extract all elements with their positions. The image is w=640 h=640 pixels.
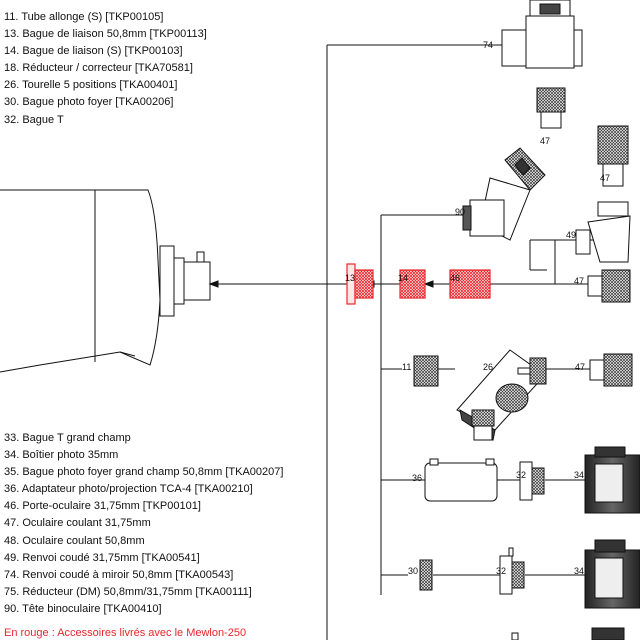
extension-tube-11 [413,355,439,387]
telescope-tube [0,189,211,373]
legend-item: 46. Porte-oculaire 31,75mm [TKP00101] [4,500,201,513]
eyepiece-47-b [597,125,629,187]
legend-item: 75. Réducteur (DM) 50,8mm/31,75mm [TKA00… [4,585,252,598]
part-label-36: 36 [412,473,422,483]
part-label-32: 32 [516,470,526,480]
part-label-30: 30 [408,566,418,576]
binocular-head-90 [462,147,546,241]
part-label-49: 49 [566,230,576,240]
camera-body-34-b [584,539,640,609]
part-label-32: 32 [496,566,506,576]
part-label-14: 14 [398,273,408,283]
part-label-46: 46 [450,273,460,283]
legend-item: 26. Tourelle 5 positions [TKA00401] [4,79,178,92]
legend-item: 35. Bague photo foyer grand champ 50,8mm… [4,466,284,479]
legend-top: 11. Tube allonge (S) [TKP00105] 13. Bagu… [4,9,207,129]
prime-focus-ring-30 [419,559,433,591]
partial-bottom-items [511,627,625,640]
part-label-47: 47 [575,362,585,372]
legend-item: 74. Renvoi coudé à miroir 50,8mm [TKA005… [4,568,234,581]
turret-26 [456,349,547,441]
legend-item: 49. Renvoi coudé 31,75mm [TKA00541] [4,551,200,564]
legend-item: 32. Bague T [4,113,64,126]
legend-item: 18. Réducteur / correcteur [TKA70581] [4,62,193,75]
camera-body-34-a [584,446,640,514]
projection-adapter-36 [424,458,498,502]
legend-item: 14. Bague de liaison (S) [TKP00103] [4,45,183,58]
legend-item: 36. Adaptateur photo/projection TCA-4 [T… [4,483,253,496]
eyepiece-47-c [587,269,631,303]
part-label-11: 11 [402,362,411,372]
legend-item: 13. Bague de liaison 50,8mm [TKP00113] [4,28,207,41]
legend-item: 48. Oculaire coulant 50,8mm [4,534,145,547]
eyepiece-47-d [589,353,633,387]
part-label-34: 34 [574,566,584,576]
part-label-90: 90 [455,207,465,217]
legend-bottom: 33. Bague T grand champ 34. Boîtier phot… [4,430,283,618]
eyepiece-47-a [536,87,566,129]
star-diagonal-49 [575,201,631,263]
legend-item: 30. Bague photo foyer [TKA00206] [4,96,174,109]
red-accessories [346,263,491,305]
part-label-26: 26 [483,362,493,372]
red-accessories-note: En rouge : Accessoires livrés avec le Me… [4,627,247,639]
legend-item: 90. Tête binoculaire [TKA00410] [4,602,162,615]
part-label-13: 13 [345,273,355,283]
legend-item: 47. Oculaire coulant 31,75mm [4,517,151,530]
part-label-47: 47 [540,136,550,146]
connection-lines [208,44,600,640]
part-labels: 74 47 47 90 49 47 13 14 46 11 26 47 36 3… [345,40,610,576]
part-label-47: 47 [600,173,610,183]
legend-item: 34. Boîtier photo 35mm [4,449,119,462]
part-label-74: 74 [483,40,493,50]
part-label-47: 47 [574,276,584,286]
part-label-34: 34 [574,470,584,480]
legend-item: 11. Tube allonge (S) [TKP00105] [4,11,164,23]
t-ring-32-b [499,547,525,595]
diagonal-mirror-74 [501,0,583,69]
t-ring-32-a [519,461,545,501]
legend-item: 33. Bague T grand champ [4,432,131,444]
